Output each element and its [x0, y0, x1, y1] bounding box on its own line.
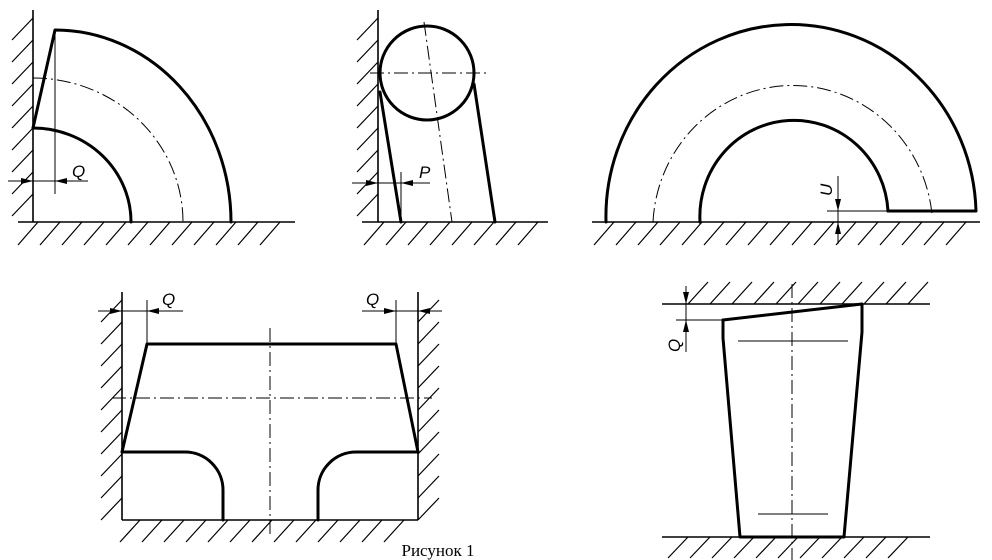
wall-hatch-4-left	[100, 299, 123, 521]
ground-hatch-1	[17, 221, 281, 246]
label-q-left: Q	[162, 290, 175, 309]
elbow-outer	[31, 28, 233, 224]
arrow-q1-right	[55, 178, 67, 184]
label-q1: Q	[72, 162, 85, 181]
figure-elbow-quarter: Q	[8, 10, 295, 246]
arrow-u-top	[835, 199, 841, 211]
figure-reducer-between-plates: Q	[662, 281, 930, 560]
figure-caption: Рисунок 1	[402, 541, 475, 560]
arrow-q-right-b	[418, 308, 430, 314]
bend-centerline	[652, 84, 933, 223]
ground-hatch-3	[593, 221, 967, 246]
top-plate-hatch	[687, 281, 929, 305]
bend-inner	[698, 118, 890, 224]
pipe-left-edge	[378, 90, 403, 224]
elbow-centerline	[32, 77, 184, 223]
arrow-p-right	[401, 180, 413, 186]
bottom-plate-hatch	[667, 536, 909, 559]
tee-left-fillet	[120, 450, 225, 522]
wall-hatch-2	[356, 17, 379, 217]
arrow-q-left-a	[110, 308, 122, 314]
bend-outer	[604, 22, 978, 224]
arrow-q-vertical-bottom	[683, 320, 689, 332]
arrow-q-right-a	[384, 308, 396, 314]
wall-hatch-4-right	[417, 299, 440, 521]
arrow-q-left-b	[147, 308, 159, 314]
pipe-axis	[423, 21, 453, 223]
figure-tilted-pipe: P	[352, 10, 548, 246]
arrow-q-vertical-top	[683, 292, 689, 304]
tee-right-fillet	[316, 450, 420, 522]
arrow-q1-left	[21, 178, 33, 184]
pipe-right-edge	[472, 82, 497, 224]
label-q-right: Q	[366, 290, 379, 309]
arrow-p-left	[366, 180, 378, 186]
figure-tee-between-walls: Q Q	[98, 290, 442, 543]
ground-hatch-4	[119, 519, 405, 543]
label-q-vertical: Q	[665, 339, 684, 352]
arrow-u-bottom	[835, 222, 841, 234]
ground-hatch-2	[363, 221, 539, 246]
label-p: P	[419, 163, 431, 182]
figure-bend-180: U	[592, 22, 980, 246]
elbow-inner	[31, 126, 133, 224]
wall-hatch-1	[11, 17, 34, 217]
label-u: U	[817, 183, 836, 196]
